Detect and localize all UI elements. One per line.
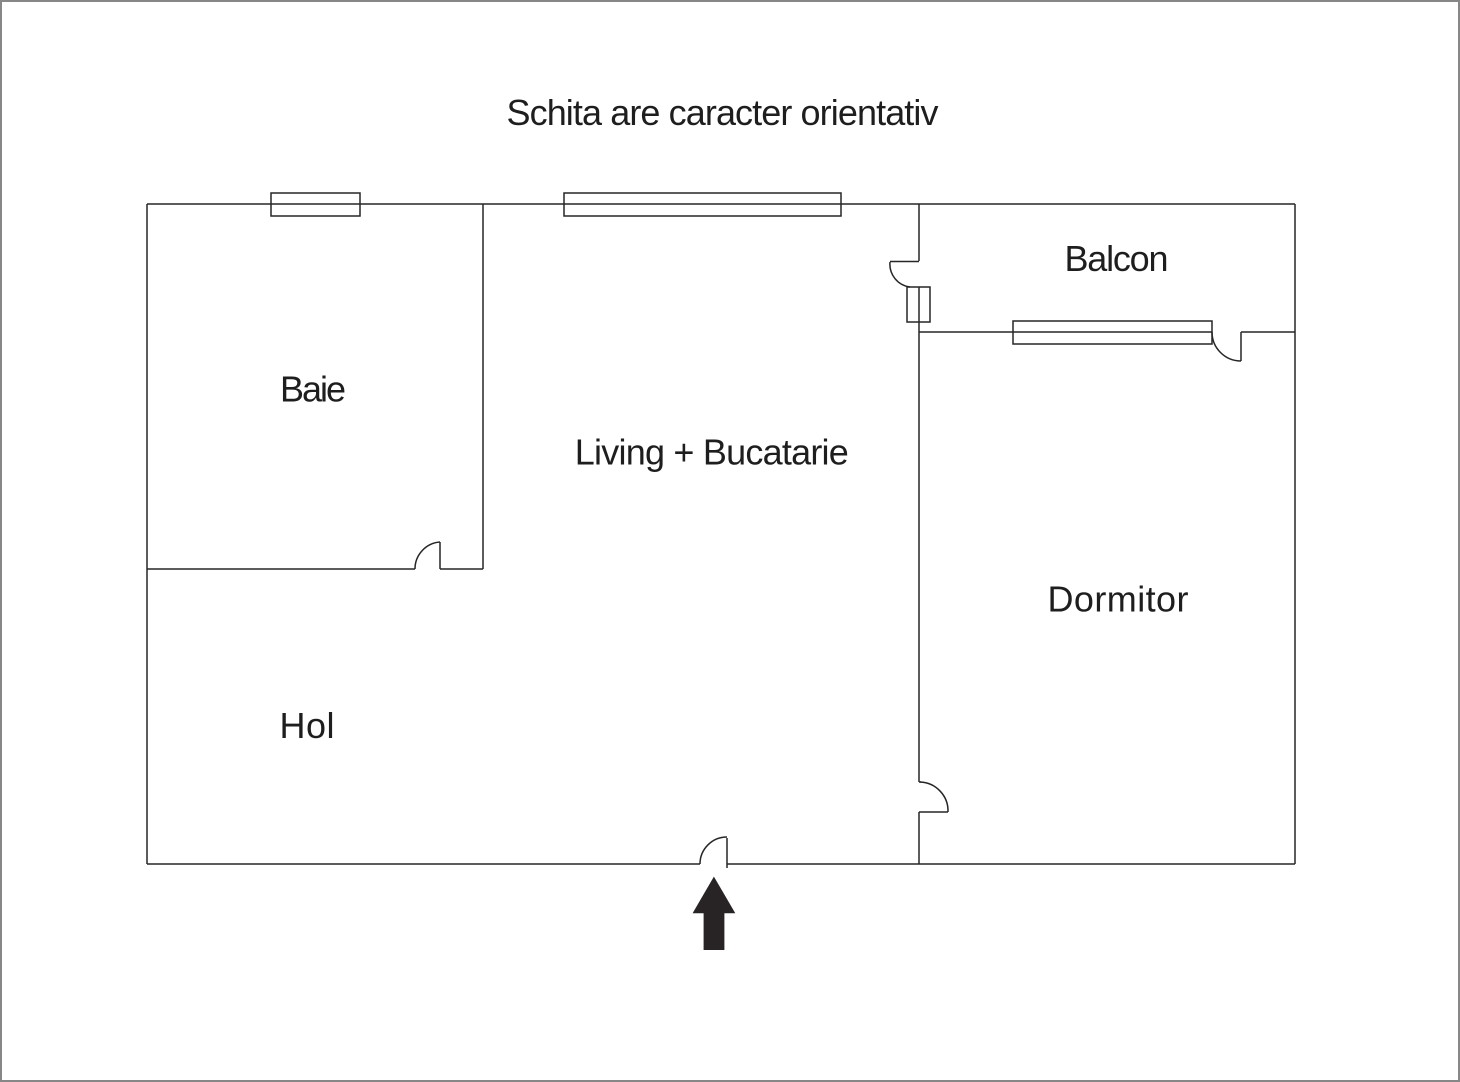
- svg-text:Hol: Hol: [280, 705, 335, 746]
- svg-text:Balcon: Balcon: [1065, 238, 1169, 279]
- svg-text:Living + Bucatarie: Living + Bucatarie: [575, 431, 849, 472]
- svg-text:Dormitor: Dormitor: [1048, 579, 1189, 620]
- svg-text:Baie: Baie: [280, 369, 346, 410]
- svg-text:Schita are caracter orientativ: Schita are caracter orientativ: [507, 92, 939, 133]
